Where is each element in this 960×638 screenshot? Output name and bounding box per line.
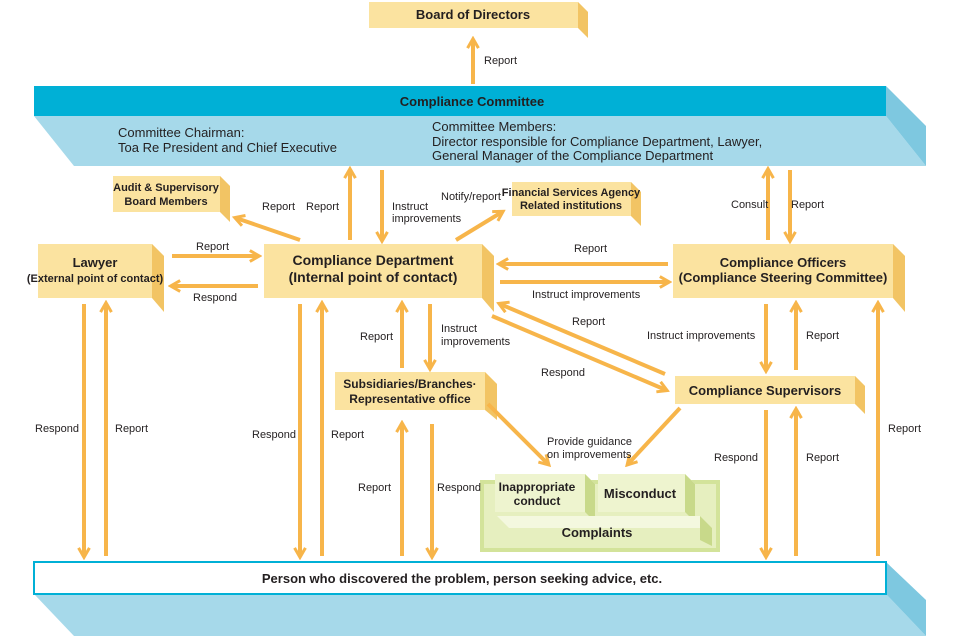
- person-band: Person who discovered the problem, perso…: [33, 561, 926, 636]
- committee-members-line-1: Director responsible for Compliance Depa…: [432, 134, 762, 149]
- label-report-subs-person: Report: [358, 482, 391, 494]
- label-respond-lawyer: Respond: [193, 292, 237, 304]
- person-label: Person who discovered the problem, perso…: [262, 571, 662, 586]
- inappropriate-side: [585, 474, 595, 522]
- arrow-supervisors-to-compdept: [500, 304, 666, 376]
- board-of-directors-box: Board of Directors: [369, 2, 588, 38]
- subsidiaries-box: Subsidiaries/Branches· Representative of…: [335, 372, 497, 420]
- arrow-supervisors-to-complaints: [628, 406, 682, 464]
- audit-supervisory-box: Audit & Supervisory Board Members: [113, 176, 230, 222]
- label-report-subs: Report: [360, 331, 393, 343]
- label-notify-report: Notify/report: [441, 191, 501, 203]
- compliance-committee: Compliance Committee Committee Chairman:…: [34, 86, 926, 166]
- committee-title: Compliance Committee: [400, 94, 544, 109]
- arrow-compdept-to-supervisors: [491, 314, 666, 390]
- compliance-supervisors-box: Compliance Supervisors: [675, 376, 865, 414]
- audit-label-2: Board Members: [124, 196, 207, 208]
- label-respond-supervisors-person: Respond: [714, 452, 758, 464]
- committee-chairman-label: Committee Chairman:: [118, 125, 244, 140]
- lawyer-label-1: Lawyer: [73, 255, 118, 270]
- label-report-officers: Report: [574, 243, 607, 255]
- label-report-officers-committee: Report: [791, 199, 824, 211]
- label-report-compdept-person: Report: [331, 429, 364, 441]
- compdept-label-2: (Internal point of contact): [289, 269, 458, 285]
- person-side: [886, 562, 926, 636]
- committee-chairman-name: Toa Re President and Chief Executive: [118, 140, 337, 155]
- label-report-lawyer-person: Report: [115, 423, 148, 435]
- label-instruct-subs-1: Instruct: [441, 323, 477, 335]
- label-guidance-1: Provide guidance: [547, 436, 632, 448]
- person-floor: [34, 594, 926, 636]
- arrow-subs-to-complaints: [486, 402, 548, 464]
- committee-members-label: Committee Members:: [432, 119, 556, 134]
- person-box: [33, 561, 887, 595]
- officers-label-2: (Compliance Steering Committee): [679, 270, 888, 285]
- committee-members-line-2: General Manager of the Compliance Depart…: [432, 148, 713, 163]
- audit-label-1: Audit & Supervisory: [113, 182, 220, 194]
- inappropriate-label-2: conduct: [514, 494, 561, 508]
- officers-label-1: Compliance Officers: [720, 255, 846, 270]
- label-respond-supervisors: Respond: [541, 367, 585, 379]
- label-consult: Consult: [731, 199, 768, 211]
- label-respond-compdept-person: Respond: [252, 429, 296, 441]
- fsa-label-2: Related institutions: [520, 200, 622, 212]
- lawyer-label-2: (External point of contact): [27, 273, 164, 285]
- label-report-supervisors-officers: Report: [806, 330, 839, 342]
- label-report-supervisors-person: Report: [806, 452, 839, 464]
- compdept-label-1: Compliance Department: [292, 252, 453, 268]
- misconduct-side: [685, 474, 695, 522]
- committee-side: [886, 86, 926, 166]
- arrow-compdept-to-audit: [236, 218, 301, 242]
- label-report-supervisors: Report: [572, 316, 605, 328]
- label-instruct-supervisors: Instruct improvements: [647, 330, 756, 342]
- label-respond-lawyer-person: Respond: [35, 423, 79, 435]
- inappropriate-box: [495, 474, 585, 512]
- board-label: Board of Directors: [416, 7, 530, 22]
- label-instruct-officers: Instruct improvements: [532, 289, 641, 301]
- committee-floor: [34, 116, 926, 166]
- arrow-labels: Report Report Report Instruct improvemen…: [35, 55, 921, 494]
- fsa-box: Financial Services Agency Related instit…: [502, 182, 641, 226]
- misconduct-box: [598, 474, 685, 512]
- label-report-officers-person: Report: [888, 423, 921, 435]
- subs-label-1: Subsidiaries/Branches·: [343, 377, 476, 391]
- inappropriate-label-1: Inappropriate: [499, 480, 576, 494]
- compliance-officers-box: Compliance Officers (Compliance Steering…: [673, 244, 905, 312]
- label-instruct-subs-2: improvements: [441, 336, 511, 348]
- compliance-department-box: Compliance Department (Internal point of…: [264, 244, 494, 312]
- arrows: [84, 40, 878, 556]
- label-respond-subs-person: Respond: [437, 482, 481, 494]
- subs-label-2: Representative office: [349, 392, 471, 406]
- label-report-board: Report: [484, 55, 517, 67]
- complaints-group: Inappropriate conduct Misconduct Complai…: [480, 474, 720, 552]
- complaints-top: [497, 516, 712, 528]
- label-report-committee: Report: [306, 201, 339, 213]
- label-guidance-2: on improvements: [547, 449, 632, 461]
- label-instruct-committee-2: improvements: [392, 213, 462, 225]
- complaints-side: [700, 516, 712, 546]
- label-report-lawyer: Report: [196, 241, 229, 253]
- complaints-label: Complaints: [562, 525, 633, 540]
- misconduct-label: Misconduct: [604, 486, 677, 501]
- supervisors-label: Compliance Supervisors: [689, 383, 841, 398]
- label-instruct-committee-1: Instruct: [392, 201, 428, 213]
- arrow-compdept-to-fsa: [454, 212, 502, 242]
- fsa-label-1: Financial Services Agency: [502, 187, 641, 199]
- committee-band: [34, 86, 886, 116]
- lawyer-box: Lawyer (External point of contact): [27, 244, 164, 312]
- label-report-audit: Report: [262, 201, 295, 213]
